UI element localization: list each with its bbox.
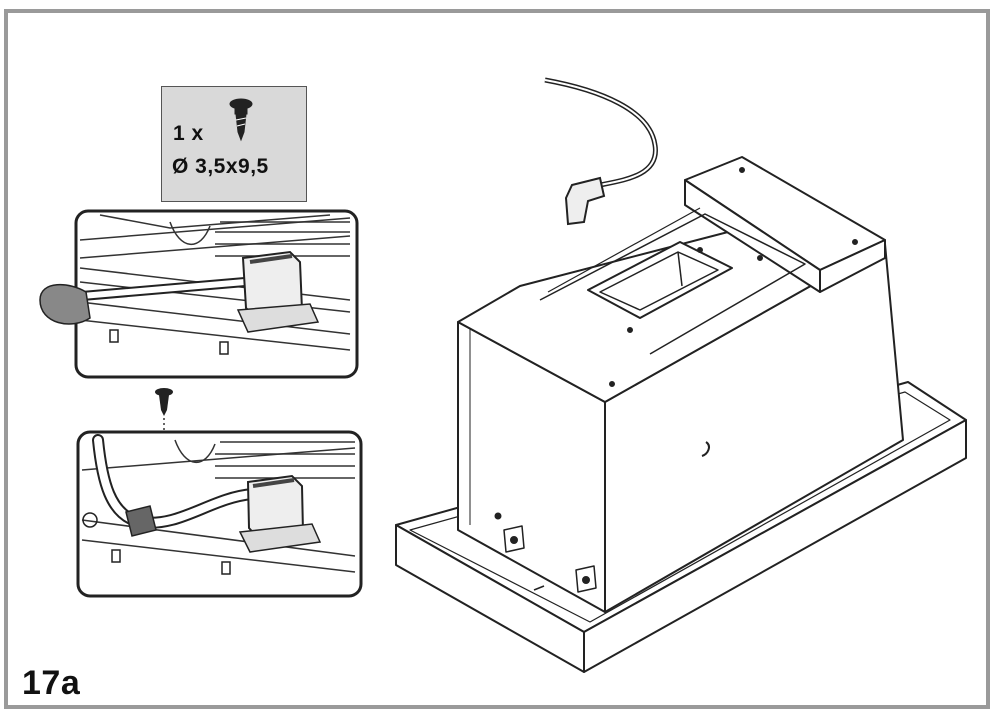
step-label: 17a bbox=[22, 664, 81, 702]
hood-unit bbox=[395, 156, 967, 673]
power-cable bbox=[544, 77, 658, 226]
detail-panel-after bbox=[76, 430, 363, 598]
screw-quantity: 1 x bbox=[173, 122, 204, 145]
detail-panel-before bbox=[39, 209, 359, 379]
screw-icon bbox=[229, 98, 253, 142]
screw-dimension: Ø 3,5x9,5 bbox=[172, 155, 269, 178]
